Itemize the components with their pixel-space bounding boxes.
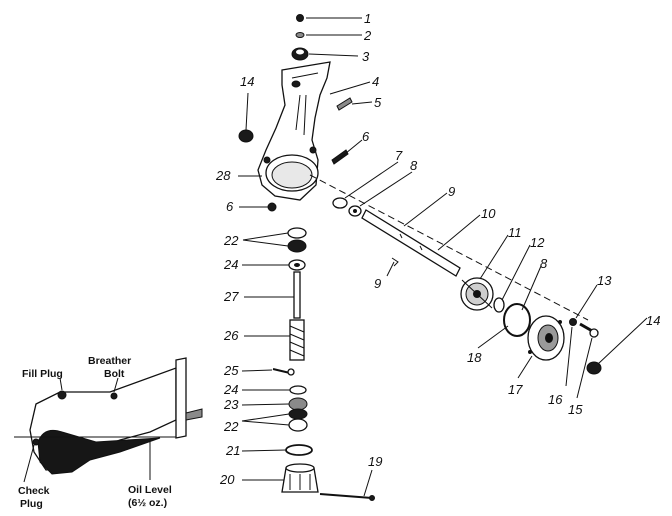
label-20: 20 (219, 472, 235, 487)
label-9b: 9 (374, 276, 381, 291)
part-26-worm (289, 319, 305, 361)
label-13: 13 (597, 273, 612, 288)
part-9-shaft (361, 209, 461, 277)
label-18: 18 (467, 350, 482, 365)
part-11-gear (460, 277, 494, 311)
part-12-washer (493, 297, 505, 313)
part-27-shaft (293, 271, 301, 319)
label-7: 7 (395, 148, 403, 163)
label-6-lower: 6 (226, 199, 234, 214)
label-11: 11 (508, 225, 522, 240)
part-6-plug-lower (267, 202, 277, 212)
part-25-pin (272, 368, 295, 376)
part-21-oring (285, 444, 313, 456)
breather-bolt-label-1: Breather (88, 355, 131, 367)
label-22-lower: 22 (223, 419, 239, 434)
part-24-gear-upper (288, 259, 306, 271)
part-16-washer (569, 318, 577, 326)
part-23-gear (288, 397, 308, 411)
label-12: 12 (530, 235, 545, 250)
part-19-screw (319, 493, 375, 501)
label-24-lower: 24 (223, 382, 238, 397)
label-1: 1 (364, 11, 371, 26)
part-2-washer (295, 32, 305, 38)
part-22-bearings-upper (287, 227, 307, 253)
part-22-bearings-lower (288, 408, 308, 432)
part-7-bearing (332, 197, 348, 209)
label-26: 26 (223, 328, 239, 343)
label-3: 3 (362, 49, 370, 64)
label-14-top: 14 (240, 74, 254, 89)
label-19: 19 (368, 454, 382, 469)
part-8-washer (348, 205, 362, 217)
part-5-bolt (336, 97, 353, 111)
part-9-key (391, 257, 399, 267)
label-21: 21 (225, 443, 240, 458)
top-fasteners (291, 14, 309, 61)
part-14-plug-right (586, 361, 602, 375)
oil-level-label-2: (6½ oz.) (128, 497, 167, 509)
oil-level-label-1: Oil Level (128, 484, 172, 496)
label-27: 27 (223, 289, 239, 304)
label-23: 23 (223, 397, 239, 412)
part-1-nut (296, 14, 304, 22)
part-13-bolt (579, 322, 599, 338)
label-14-right: 14 (646, 313, 660, 328)
label-5: 5 (374, 95, 382, 110)
part-14-plug-top (238, 92, 254, 143)
check-plug-label-2: Plug (20, 498, 43, 510)
label-9: 9 (448, 184, 455, 199)
label-25: 25 (223, 363, 239, 378)
label-8b: 8 (540, 256, 548, 271)
breather-bolt-label-2: Bolt (104, 368, 125, 380)
label-15: 15 (568, 402, 583, 417)
part-18-oring (503, 303, 531, 337)
label-8: 8 (410, 158, 418, 173)
fill-plug-label: Fill Plug (22, 368, 63, 380)
label-22-upper: 22 (223, 233, 239, 248)
part-28-housing (257, 61, 331, 201)
part-24-gear-lower (289, 385, 307, 395)
label-17: 17 (508, 382, 523, 397)
label-28: 28 (215, 168, 231, 183)
assembly-axis (309, 174, 589, 321)
label-10: 10 (481, 206, 496, 221)
label-6: 6 (362, 129, 370, 144)
label-24-upper: 24 (223, 257, 238, 272)
part-6-bolt-upper (331, 149, 349, 165)
label-16: 16 (548, 392, 563, 407)
label-2: 2 (363, 28, 372, 43)
label-4: 4 (372, 74, 379, 89)
part-20-cap (281, 463, 319, 493)
check-plug-label-1: Check (18, 485, 50, 497)
oil-level-inset (14, 357, 203, 475)
part-labels: 1 2 3 4 5 6 7 8 9 10 11 12 8 13 14 15 16… (215, 11, 660, 487)
part-17-cover (527, 315, 565, 361)
